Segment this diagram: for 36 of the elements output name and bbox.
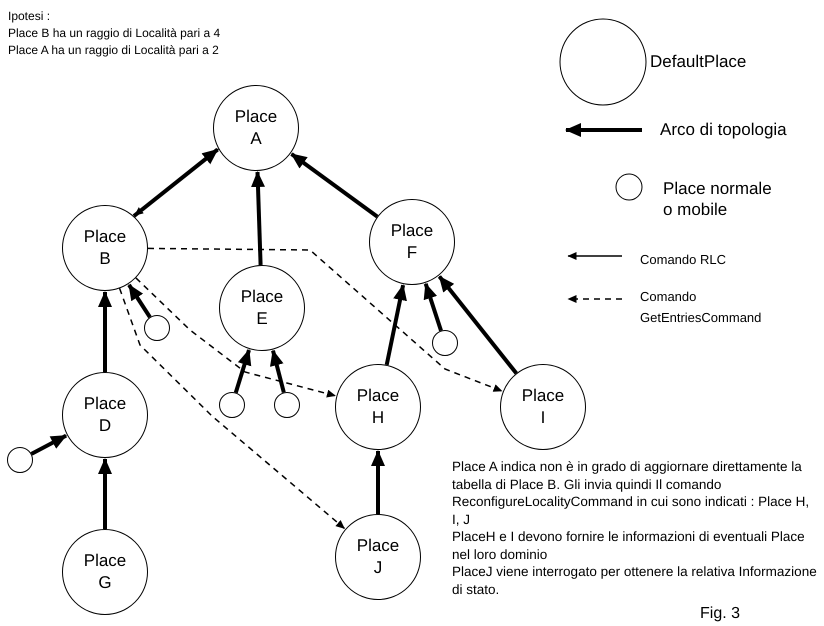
place-name: Place G <box>82 550 128 594</box>
hypothesis-text: Place B ha un raggio di Località pari a 4 <box>8 25 220 42</box>
dashed-arrow <box>118 288 345 530</box>
arrow <box>234 349 252 394</box>
arrow <box>251 171 265 266</box>
arrow <box>424 282 443 332</box>
legend-text: Arco di topologia <box>660 119 788 140</box>
legend-text: Comando GetEntriesCommand <box>640 288 762 327</box>
arrow <box>30 434 68 456</box>
note-text: PlaceJ viene interrogato per ottenere la relativa Informazione di stato. <box>452 563 818 598</box>
place-name: Place E <box>240 286 284 330</box>
hypothesis-text: Place A ha un raggio di Località pari a 2 <box>8 42 220 59</box>
dashed-arrow <box>135 277 336 398</box>
arrow <box>270 350 286 393</box>
arrow <box>98 291 112 372</box>
place-name: Place J <box>356 535 400 579</box>
place-name: Place B <box>82 226 128 270</box>
note-text: Place A indica non è in grado di aggiornare direttamente la tabella di Place B. Gli invia quindi Il comando ReconfigureLocalityCommand in cui sono indicati : Place H, I, J <box>452 458 810 528</box>
legend-text: Comando RLC <box>640 251 727 269</box>
place-name: Place F <box>390 220 434 264</box>
arrow <box>127 284 152 318</box>
hypothesis-text: Ipotesi : <box>8 8 52 25</box>
figure-caption: Fig. 3 <box>700 604 740 624</box>
arrow <box>371 450 385 514</box>
arrow <box>438 275 518 375</box>
place-name: Place H <box>356 385 400 429</box>
arrow <box>290 152 378 218</box>
place-name: Place A <box>234 106 278 150</box>
note-text: PlaceH e I devono fornire le informazioni di eventuali Place nel loro dominio <box>452 528 806 563</box>
arrow <box>98 458 112 529</box>
legend-text: Place normale o mobile <box>663 178 773 220</box>
place-name: Place D <box>82 393 128 437</box>
dashed-arrow <box>148 248 502 392</box>
place-name: Place I <box>520 385 566 429</box>
legend-text: DefaultPlace <box>650 51 748 72</box>
arrow <box>384 284 407 366</box>
